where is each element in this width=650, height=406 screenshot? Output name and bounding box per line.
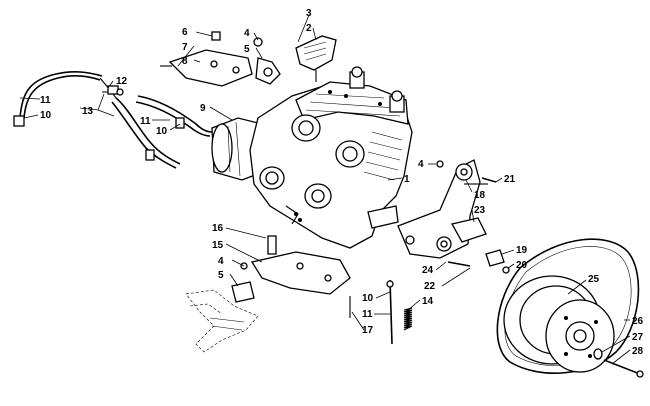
callout-26: 26 (632, 316, 644, 327)
callout-9: 9 (200, 103, 206, 114)
callout-7: 7 (182, 42, 188, 53)
callout-13: 13 (82, 106, 94, 117)
callout-11: 11 (40, 95, 51, 106)
spring-and-rod (386, 279, 413, 345)
callout-10-mid: 10 (156, 126, 168, 137)
fuel-lines (13, 71, 213, 169)
callout-11-lower: 11 (362, 309, 373, 320)
callout-4: 4 (244, 28, 250, 39)
callout-14: 14 (422, 296, 434, 307)
callout-8: 8 (182, 56, 188, 67)
drive-clutch-and-belt (496, 238, 644, 378)
callout-15: 15 (212, 240, 224, 251)
callout-18: 18 (474, 190, 486, 201)
callout-17: 17 (362, 325, 374, 336)
callout-12: 12 (116, 76, 128, 87)
callout-16: 16 (212, 223, 224, 234)
callout-27: 27 (632, 332, 644, 343)
leader-lines (19, 14, 631, 365)
callout-21: 21 (504, 174, 516, 185)
rubber-mount-top (253, 37, 281, 85)
callout-24: 24 (422, 265, 434, 276)
callout-28: 28 (632, 346, 644, 357)
callout-20: 20 (516, 260, 528, 271)
callout-10-lower: 10 (362, 293, 374, 304)
chassis-frame-section (185, 289, 259, 353)
upper-mount-bracket (295, 35, 337, 82)
callout-2: 2 (306, 23, 312, 34)
engine-assembly (211, 66, 413, 249)
callout-23: 23 (474, 205, 486, 216)
callout-11-mid: 11 (140, 116, 151, 127)
callout-10: 10 (40, 110, 52, 121)
callout-labels: 3 2 6 4 7 5 8 12 11 10 13 9 11 10 4 1 21… (40, 8, 644, 357)
rear-engine-plate (397, 159, 510, 274)
callout-22: 22 (424, 281, 436, 292)
lower-mount-plate (231, 235, 351, 318)
callout-3: 3 (306, 8, 312, 19)
callout-1: 1 (404, 174, 410, 185)
callout-4-rear: 4 (418, 159, 424, 170)
callout-19: 19 (516, 245, 528, 256)
callout-5: 5 (244, 44, 250, 55)
callout-4-lower: 4 (218, 256, 224, 267)
callout-5-lower: 5 (218, 270, 224, 281)
callout-6: 6 (182, 27, 188, 38)
front-mount-plate (160, 31, 253, 87)
callout-25: 25 (588, 274, 600, 285)
